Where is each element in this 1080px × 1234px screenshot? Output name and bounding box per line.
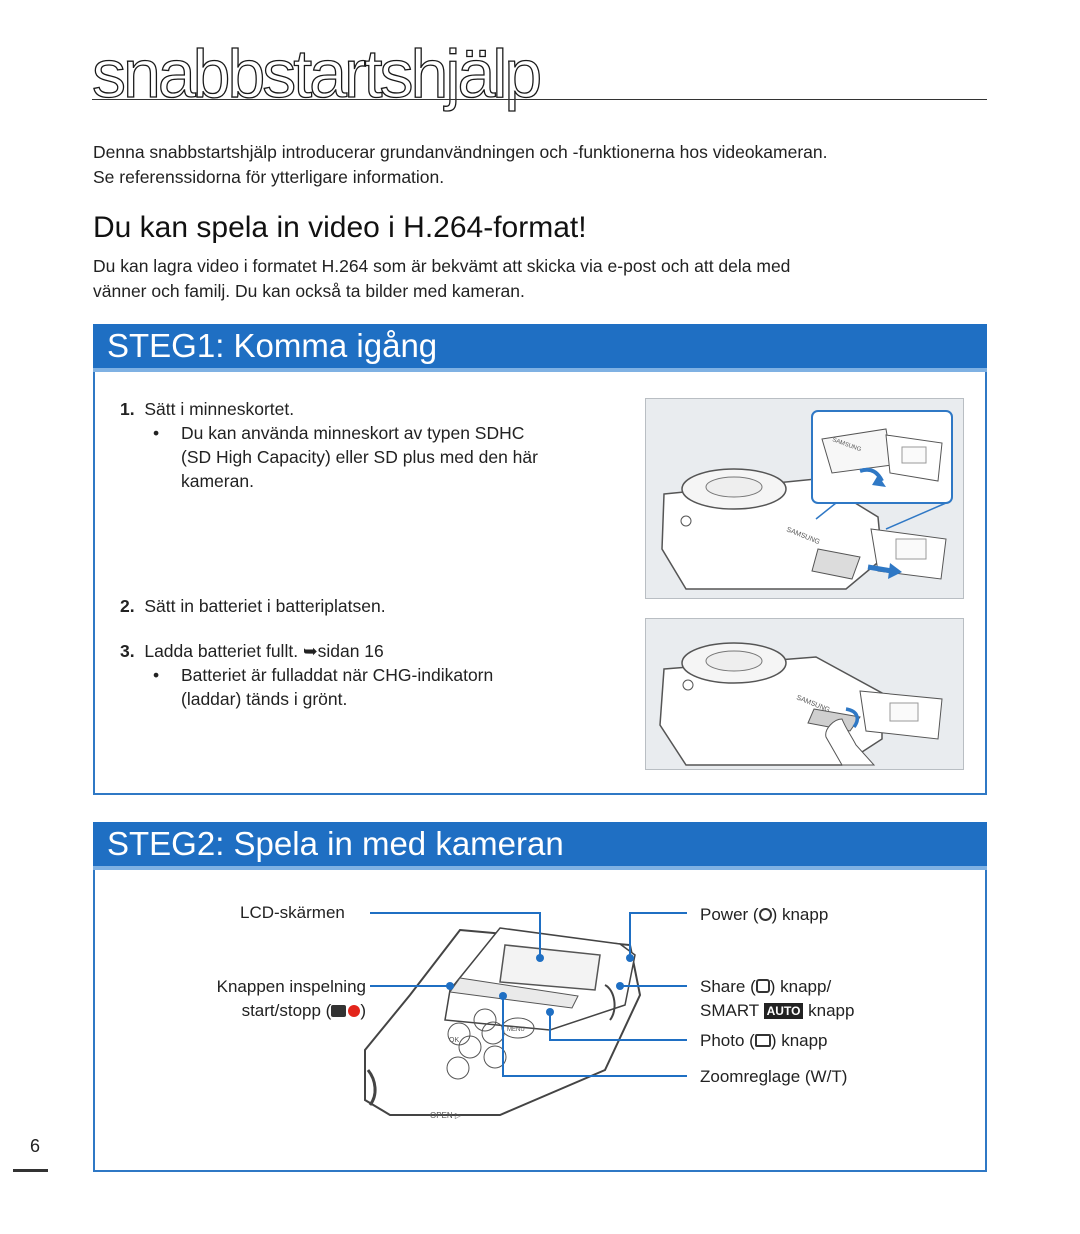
page-number-rule [13, 1169, 48, 1172]
format-paragraph: Du kan lagra video i formatet H.264 som … [93, 254, 993, 304]
lcd-screen-label: LCD-skärmen [240, 903, 345, 922]
intro-line: Denna snabbstartshjälp introducerar grun… [93, 142, 828, 162]
intro-paragraph: Denna snabbstartshjälp introducerar grun… [93, 140, 993, 190]
smart-label-text: SMART [700, 1001, 759, 1020]
camera-card-slot-drawing: SAMSUNG SAMSUNG [661, 410, 953, 590]
item-text: Sätt in batteriet i batteriplatsen. [144, 596, 386, 616]
title-divider [92, 99, 987, 100]
bullet-line: Du kan använda minneskort av typen SDHC [181, 423, 525, 443]
step1-item-2: 2. Sätt in batteriet i batteriplatsen. [120, 594, 386, 618]
format-line: Du kan lagra video i formatet H.264 som … [93, 256, 791, 276]
record-dot-icon [348, 1005, 361, 1017]
power-button-label: Power ( ) knapp [700, 903, 828, 927]
step1-header: STEG1: Komma igång [93, 324, 987, 372]
photo-label-text: ) knapp [770, 1031, 828, 1050]
bullet-line: (laddar) tänds i grönt. [181, 689, 348, 709]
share-label-text: ) knapp/ [769, 977, 832, 996]
page-number: 6 [30, 1136, 41, 1156]
photo-label-text: Photo ( [700, 1031, 755, 1050]
record-label-line: Knappen inspelning [216, 977, 366, 996]
item-number: 2. [120, 596, 135, 616]
item-text: Sätt i minneskortet. [144, 399, 295, 419]
ok-button-label: OK [449, 1037, 459, 1044]
record-label-text: ) [360, 1001, 366, 1020]
item-number: 1. [120, 399, 135, 419]
camera-icon [754, 1034, 771, 1047]
item-number: 3. [120, 641, 135, 661]
video-camera-icon [331, 1005, 347, 1017]
share-button-label: Share ( ) knapp/ [700, 975, 831, 999]
open-label: OPEN ▷ [430, 1111, 462, 1120]
power-label-text: ) knapp [771, 905, 829, 924]
format-line: vänner och familj. Du kan också ta bilde… [93, 281, 525, 301]
format-heading: Du kan spela in video i H.264-format! [93, 211, 587, 244]
photo-button-label: Photo ( ) knapp [700, 1029, 828, 1053]
page-ref-arrow-icon: ➥ [302, 641, 318, 661]
callout-lines [370, 912, 687, 1077]
smart-label-text: knapp [808, 1001, 855, 1020]
share-label-text: Share ( [700, 977, 756, 996]
bullet-line: (SD High Capacity) eller SD plus med den… [181, 447, 538, 467]
zoom-lever-label: Zoomreglage (W/T) [700, 1067, 848, 1086]
bullet-line: Batteriet är fulladdat när CHG-indikator… [181, 665, 494, 685]
page-ref[interactable]: sidan 16 [317, 641, 384, 661]
power-icon [758, 908, 772, 921]
bullet-text: Batteriet är fulladdat när CHG-indikator… [153, 663, 620, 711]
record-button-label: Knappen inspelning start/stopp () [186, 975, 366, 1023]
item-text: Ladda batteriet fullt. [144, 641, 299, 661]
record-label-line: start/stopp () [186, 999, 366, 1023]
share-icon [755, 979, 770, 993]
record-label-text: start/stopp ( [241, 1001, 332, 1020]
menu-button-label: MENU [507, 1027, 525, 1033]
auto-badge-icon: AUTO [763, 1003, 804, 1019]
power-label-text: Power ( [700, 905, 759, 924]
intro-line: Se referenssidorna för ytterligare infor… [93, 167, 445, 187]
step1-item-1: 1. Sätt i minneskortet. Du kan använda m… [120, 397, 620, 493]
step2-header: STEG2: Spela in med kameran [93, 822, 987, 870]
bullet-line: kameran. [181, 471, 254, 491]
step1-item-3: 3. Ladda batteriet fullt. ➥sidan 16 Batt… [120, 639, 620, 711]
memory-card-illustration: SAMSUNG SAMSUNG [645, 398, 964, 599]
battery-illustration: SAMSUNG [645, 618, 964, 770]
bullet-text: Du kan använda minneskort av typen SDHC … [153, 421, 620, 493]
page-title: snabbstartshjälp [91, 36, 543, 112]
camera-battery-drawing: SAMSUNG [659, 642, 943, 766]
smart-auto-label: SMART AUTO knapp [700, 999, 854, 1023]
